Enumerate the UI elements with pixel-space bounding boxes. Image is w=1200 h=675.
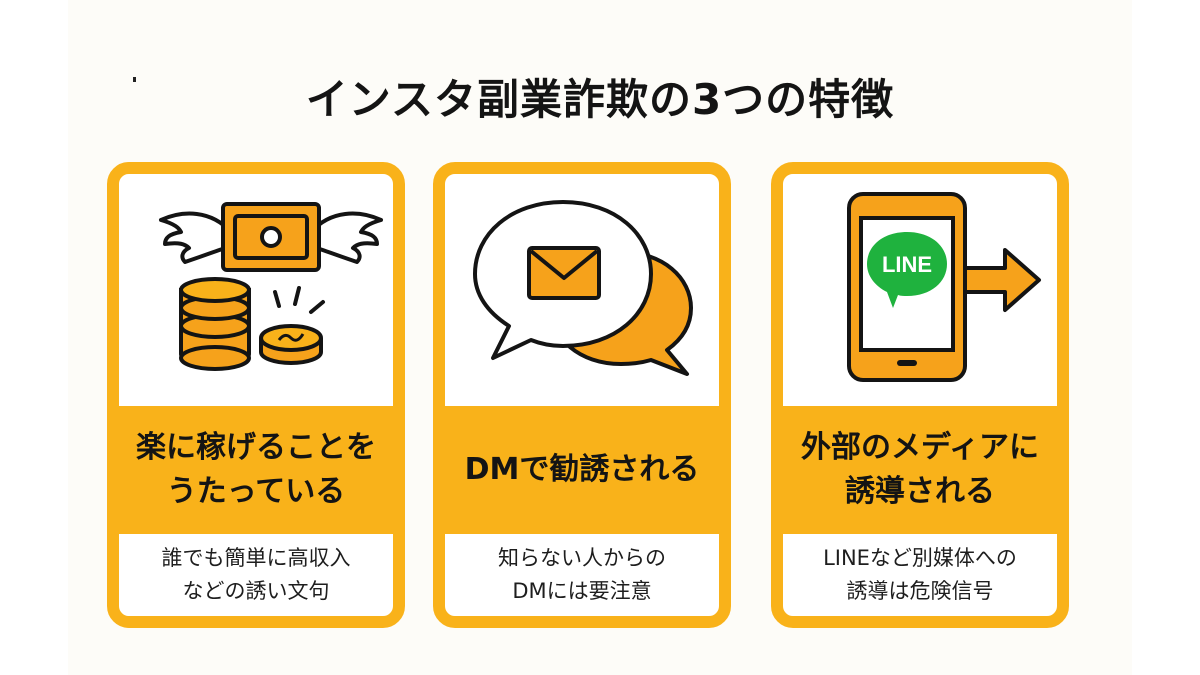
- card-description-line: 知らない人からの: [498, 546, 666, 570]
- card-illustration: LINE: [783, 174, 1057, 406]
- card-description-line: などの誘い文句: [182, 579, 330, 603]
- card-heading-line: 楽に稼げることを: [136, 430, 376, 465]
- decorative-mark: [133, 77, 136, 82]
- card-description: LINEなど別媒体への誘導は危険信号: [783, 534, 1057, 616]
- card-description: 誰でも簡単に高収入などの誘い文句: [119, 534, 393, 616]
- card-illustration: [119, 174, 393, 406]
- mail-chat-bubbles-icon: [473, 200, 693, 376]
- feature-card-easy-money: 楽に稼げることをうたっている 誰でも簡単に高収入などの誘い文句: [107, 162, 405, 628]
- card-heading-line: 誘導される: [845, 474, 995, 509]
- card-heading: 楽に稼げることをうたっている: [119, 406, 393, 534]
- card-heading-line: DMで勧誘される: [464, 452, 700, 487]
- card-description-line: 誘導は危険信号: [846, 579, 994, 603]
- card-heading-line: うたっている: [166, 474, 346, 509]
- card-description-line: LINEなど別媒体への: [823, 546, 1017, 570]
- phone-line-arrow-icon: LINE: [847, 192, 1041, 382]
- feature-card-dm: DMで勧誘される 知らない人からの DMには要注意: [433, 162, 731, 628]
- card-heading-line: 外部のメディアに: [801, 430, 1039, 465]
- money-wings-coins-icon: [159, 202, 383, 371]
- card-heading: 外部のメディアに誘導される: [783, 406, 1057, 534]
- card-description: 知らない人からの DMには要注意: [445, 534, 719, 616]
- line-logo-text: LINE: [882, 252, 932, 277]
- page-title: インスタ副業詐欺の3つの特徴: [305, 75, 895, 124]
- card-description-line: DMには要注意: [512, 579, 652, 603]
- card-illustration: [445, 174, 719, 406]
- card-description-line: 誰でも簡単に高収入: [161, 546, 351, 570]
- card-heading: DMで勧誘される: [445, 406, 719, 534]
- feature-card-external-media: LINE 外部のメディアに誘導される LINEなど別媒体への誘導は危険信号: [771, 162, 1069, 628]
